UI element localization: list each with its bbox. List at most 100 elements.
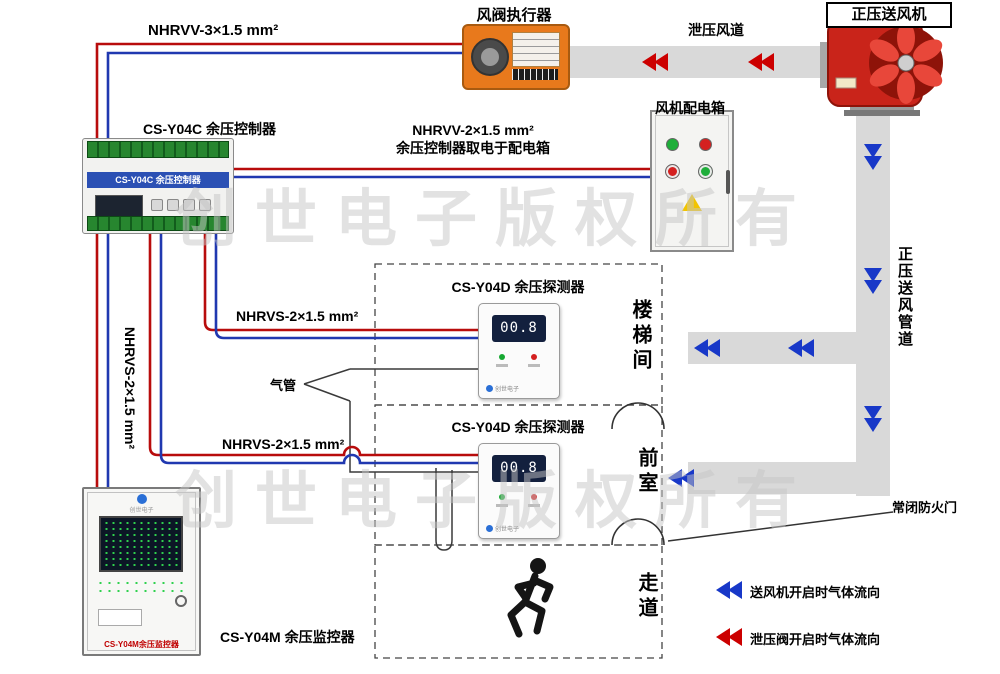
monitor-door xyxy=(87,492,196,651)
actuator-title: 风阀执行器 xyxy=(476,7,552,24)
green-lamp-icon xyxy=(666,138,679,151)
controller-button[interactable] xyxy=(167,199,179,211)
pressure-monitor-cabinet: 创世电子 CS-Y04M余压监控器 xyxy=(82,487,201,656)
room-corridor-label: 走道 xyxy=(635,572,657,622)
brand-mark: 创世电子 xyxy=(486,384,519,393)
actuator-label-plate xyxy=(512,32,560,67)
brand-logo-icon xyxy=(136,494,147,504)
detector-display: 00.8 xyxy=(492,455,546,482)
terminal-strip-top xyxy=(87,141,229,158)
cable-power-label: NHRVV-2×1.5 mm² 余压控制器取电于配电箱 xyxy=(378,121,568,157)
monitor-screen xyxy=(99,516,183,572)
supply-arrow-left-icon xyxy=(694,339,720,357)
monitor-title: CS-Y04M 余压监控器 xyxy=(220,629,355,645)
pressure-detector-frontroom: 00.8 创世电子 xyxy=(478,443,560,539)
detector-display: 00.8 xyxy=(492,315,546,342)
wire-blue-detector2 xyxy=(159,230,478,465)
brand-mark: 创世电子 xyxy=(486,524,519,533)
relief-duct xyxy=(560,46,832,78)
brand-text: 创世电子 xyxy=(495,527,520,533)
supply-arrow-down-icon xyxy=(864,406,882,432)
controller-lcd xyxy=(95,195,143,217)
red-lamp-icon xyxy=(699,138,712,151)
cable-actuator-label: NHRVV-3×1.5 mm² xyxy=(148,22,279,39)
frontroom-box xyxy=(374,404,663,546)
detector2-title: CS-Y04D 余压探测器 xyxy=(451,419,585,435)
distribution-box-door xyxy=(655,115,729,247)
controller-buttons[interactable] xyxy=(151,199,211,211)
fire-door-icon xyxy=(611,518,665,546)
fan-distribution-box xyxy=(650,110,734,252)
supply-fan-icon xyxy=(820,19,943,116)
cable-monitor-label: NHRVS-2×1.5 mm² xyxy=(122,326,138,450)
legend-relief-label: 泄压阀开启时气体流向 xyxy=(750,632,881,647)
supply-flow-arrows xyxy=(668,144,882,487)
damper-actuator xyxy=(462,24,570,90)
monitor-indicator-rows xyxy=(96,579,184,595)
legend-supply-label: 送风机开启时气体流向 xyxy=(750,585,881,600)
brand-text: 创世电子 xyxy=(495,387,520,393)
relief-arrow-icon xyxy=(642,53,668,71)
controller-title: CS-Y04C 余压控制器 xyxy=(143,121,277,137)
fire-door-pointer xyxy=(667,511,894,542)
running-person-icon xyxy=(492,556,568,640)
led-caption xyxy=(496,364,508,367)
pressure-detector-stairwell: 00.8 创世电子 xyxy=(478,303,560,399)
wire-red-detector2 xyxy=(148,230,478,457)
blue-wires xyxy=(106,51,650,487)
cable-detector1-label: NHRVS-2×1.5 mm² xyxy=(236,308,359,324)
led-caption xyxy=(496,504,508,507)
detector1-title: CS-Y04D 余压探测器 xyxy=(451,279,585,295)
fault-led-icon xyxy=(531,494,537,500)
supply-duct-label: 正压送风管道 xyxy=(896,246,913,348)
legend-supply-arrow-icon xyxy=(716,581,742,599)
controller-button[interactable] xyxy=(151,199,163,211)
air-tube-label: 气管 xyxy=(270,378,297,393)
corridor-box xyxy=(374,544,663,659)
brand-logo-icon xyxy=(486,385,493,392)
supply-fan xyxy=(820,16,944,118)
distribution-box-title: 风机配电箱 xyxy=(655,100,725,116)
room-stairwell-label: 楼梯间 xyxy=(629,299,651,374)
supply-arrow-down-icon xyxy=(864,144,882,170)
run-led-icon xyxy=(499,354,505,360)
monitor-slot xyxy=(98,609,142,626)
cable-power-line2: 余压控制器取电于配电箱 xyxy=(396,140,550,157)
run-led-icon xyxy=(499,494,505,500)
led-caption xyxy=(528,364,540,367)
green-button[interactable] xyxy=(698,164,713,179)
warning-triangle-icon xyxy=(682,194,702,211)
room-outlines xyxy=(374,263,663,659)
wire-red-detector1 xyxy=(203,230,478,332)
controller-button[interactable] xyxy=(199,199,211,211)
room-front-label: 前室 xyxy=(635,447,657,497)
air-tube-corridor xyxy=(435,468,453,551)
wire-red-actuator xyxy=(95,42,462,140)
cable-detector2-label: NHRVS-2×1.5 mm² xyxy=(222,436,345,452)
legend-relief-arrow-icon xyxy=(716,628,742,646)
actuator-rotor-icon xyxy=(471,38,509,76)
terminal-strip-bottom xyxy=(87,216,229,231)
air-tube-pointer xyxy=(303,368,351,402)
supply-arrow-left-icon xyxy=(668,469,694,487)
frontroom-branch-duct xyxy=(688,462,856,494)
red-wires xyxy=(95,42,650,487)
door-handle[interactable] xyxy=(726,170,730,194)
brand-text: 创世电子 xyxy=(129,508,154,514)
controller-band-label: CS-Y04C 余压控制器 xyxy=(87,172,229,188)
relief-arrow-icon xyxy=(748,53,774,71)
stairwell-door-icon xyxy=(611,402,665,430)
keyhole-icon[interactable] xyxy=(175,595,187,607)
supply-arrow-left-icon xyxy=(788,339,814,357)
fault-led-icon xyxy=(531,354,537,360)
wire-blue-actuator xyxy=(106,51,462,140)
red-button[interactable] xyxy=(665,164,680,179)
controller-button[interactable] xyxy=(183,199,195,211)
stairwell-box xyxy=(374,263,663,406)
actuator-terminal-strip xyxy=(512,69,558,80)
door-symbols xyxy=(611,402,665,546)
supply-arrow-down-icon xyxy=(864,268,882,294)
wire-blue-detector1 xyxy=(214,230,478,340)
